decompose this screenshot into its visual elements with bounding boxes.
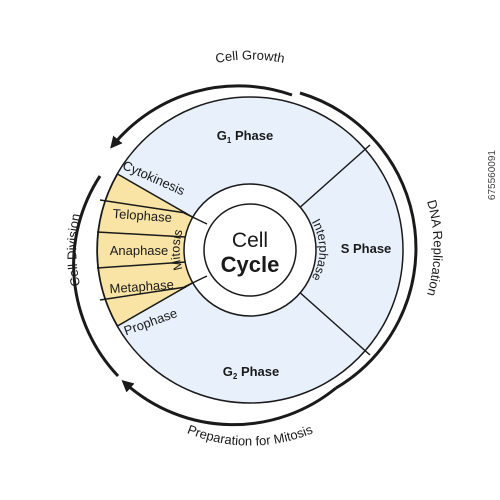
outer-arrow-top [110,84,293,149]
mitosis-stage-anaphase: Anaphase [110,243,169,258]
outer-label-left: Cell Division [64,212,83,288]
divider-s-g2 [296,289,371,356]
outer-arrow-right [299,91,418,390]
g2-phase-label: G2 Phase [223,364,280,381]
outer-arrow-left [72,175,120,378]
mitosis-stage-dividers [96,199,187,301]
outer-label-bottom: Preparation for Mitosis [185,421,315,448]
mitosis-band-edge-bottom [183,275,208,288]
center-title-line2: Cycle [221,252,280,277]
mitosis-wedge [96,172,252,328]
center-circle [203,203,297,297]
outer-label-right: DNA Replication [424,198,446,298]
s-phase-label: S Phase [341,241,392,256]
outer-label-top: Cell Growth [214,47,286,65]
mitosis-stage-telophase: Telophase [112,206,172,225]
divider-g1-s [296,144,371,211]
mitosis-band-edge-top [183,212,208,225]
g1-phase-label: G1 Phase [217,128,274,145]
stock-id-watermark: 675560091 [487,150,498,201]
interphase-label: Interphase [309,216,330,283]
center-title-line1: Cell [232,229,268,252]
mitosis-stage-metaphase: Metaphase [109,277,174,296]
outer-arrow-bottom [121,380,337,427]
